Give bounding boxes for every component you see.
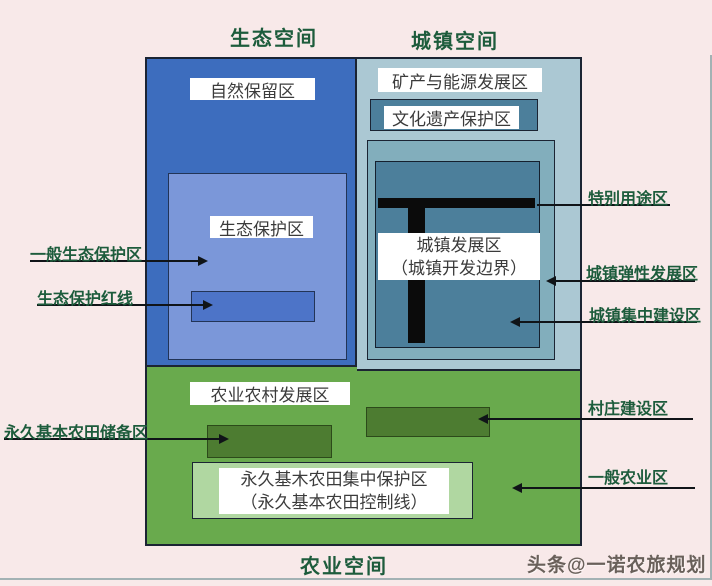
- arrowhead-village-construction-zone: [478, 414, 488, 424]
- main-diagram-box: 自然保留区 生态保护区 矿产与能源发展区 文化遗产保护区 城镇发展区 （城镇开发…: [145, 57, 582, 546]
- arrowhead-urban-concentrated-zone: [510, 317, 520, 327]
- connector-urban-flexible-zone: [555, 280, 695, 282]
- farmland-line1: 永久基木农田集中保护区: [240, 470, 428, 489]
- watermark-text: 头条@一诺农旅规划: [527, 555, 707, 576]
- callout-special-use-zone: 特别用途区: [588, 191, 669, 208]
- farmland-line2: （永久基本农田控制线）: [240, 493, 428, 512]
- callout-village-construction-zone: 村庄建设区: [588, 401, 669, 418]
- connector-village-construction-zone: [487, 418, 693, 420]
- arrowhead-general-eco-protection: [198, 256, 208, 266]
- connector-farmland-reserve: [4, 438, 221, 440]
- callout-urban-flexible-zone: 城镇弹性发展区: [586, 266, 699, 283]
- frame-right-line: [710, 55, 712, 580]
- urban-space-title: 城镇空间: [411, 31, 499, 53]
- natural-reserve-label-box: 自然保留区: [190, 78, 315, 101]
- urban-dev-label-box: 城镇发展区 （城镇开发边界）: [378, 233, 540, 280]
- callout-urban-concentrated-zone: 城镇集中建设区: [589, 308, 702, 325]
- arrowhead-urban-flexible-zone: [546, 276, 556, 286]
- agri-space-title: 农业空间: [300, 556, 388, 578]
- special-use-bar-horizontal: [378, 198, 535, 208]
- mining-energy-label-box: 矿产与能源发展区: [378, 68, 542, 92]
- connector-urban-concentrated-zone: [519, 321, 697, 323]
- arrowhead-general-agri-zone: [512, 483, 522, 493]
- callout-farmland-reserve: 永久基本农田储备区: [4, 425, 149, 442]
- connector-general-agri-zone: [521, 487, 695, 489]
- cultural-heritage-zone-box: 文化遗产保护区: [370, 99, 538, 131]
- cultural-heritage-label-box: 文化遗产保护区: [384, 106, 519, 129]
- eco-protection-label-box: 生态保护区: [210, 216, 313, 239]
- connector-special-use-zone: [537, 204, 670, 206]
- farmland-protection-zone-box: 永久基木农田集中保护区 （永久基本农田控制线）: [192, 462, 473, 519]
- farmland-protection-label-box: 永久基木农田集中保护区 （永久基本农田控制线）: [219, 468, 449, 514]
- arrowhead-farmland-reserve: [219, 434, 229, 444]
- eco-space-title: 生态空间: [230, 28, 318, 50]
- village-construction-rect: [366, 407, 490, 437]
- eco-protection-zone-box: [168, 173, 347, 360]
- frame-bottom-line: [0, 578, 712, 580]
- callout-general-eco-protection: 一般生态保护区: [30, 247, 143, 264]
- connector-general-eco-protection: [30, 260, 200, 262]
- urban-dev-line2: （城镇开发边界）: [391, 258, 527, 278]
- connector-eco-redline: [37, 304, 205, 306]
- urban-dev-line1: 城镇发展区: [416, 235, 502, 255]
- agri-rural-dev-label-box: 农业农村发展区: [190, 382, 350, 405]
- callout-eco-redline: 生态保护红线: [37, 291, 134, 308]
- arrowhead-eco-redline: [203, 300, 213, 310]
- callout-general-agri-zone: 一般农业区: [588, 470, 669, 487]
